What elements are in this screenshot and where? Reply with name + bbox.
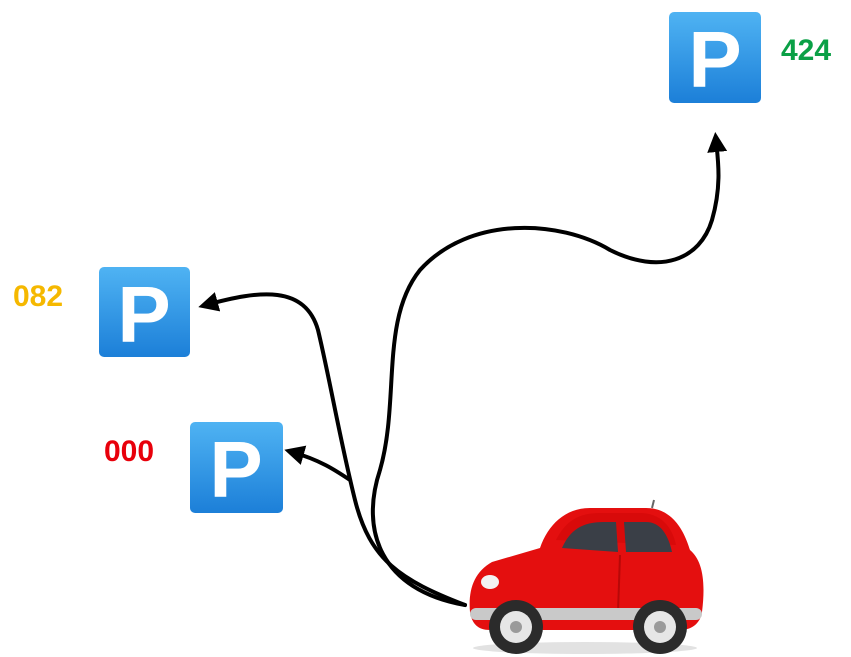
spot-label-000: 000 bbox=[104, 435, 154, 468]
svg-text:P: P bbox=[688, 15, 741, 104]
spot-label-082: 082 bbox=[13, 280, 63, 313]
svg-text:P: P bbox=[117, 270, 170, 359]
parking-sign-icon: P bbox=[669, 12, 761, 104]
route-to-spot-424 bbox=[371, 132, 728, 607]
parking-spot-082: P 082 bbox=[13, 267, 190, 359]
parking-sign-icon: P bbox=[99, 267, 190, 359]
parking-spot-424: P 424 bbox=[669, 12, 831, 104]
parking-sign-icon: P bbox=[190, 422, 283, 514]
parking-spot-000: P 000 bbox=[104, 422, 283, 514]
svg-text:P: P bbox=[209, 425, 262, 514]
car-icon bbox=[469, 499, 704, 654]
route-paths bbox=[198, 132, 728, 607]
spot-label-424: 424 bbox=[781, 34, 831, 67]
route-to-spot-000 bbox=[284, 445, 352, 482]
route-to-spot-082 bbox=[198, 292, 467, 607]
